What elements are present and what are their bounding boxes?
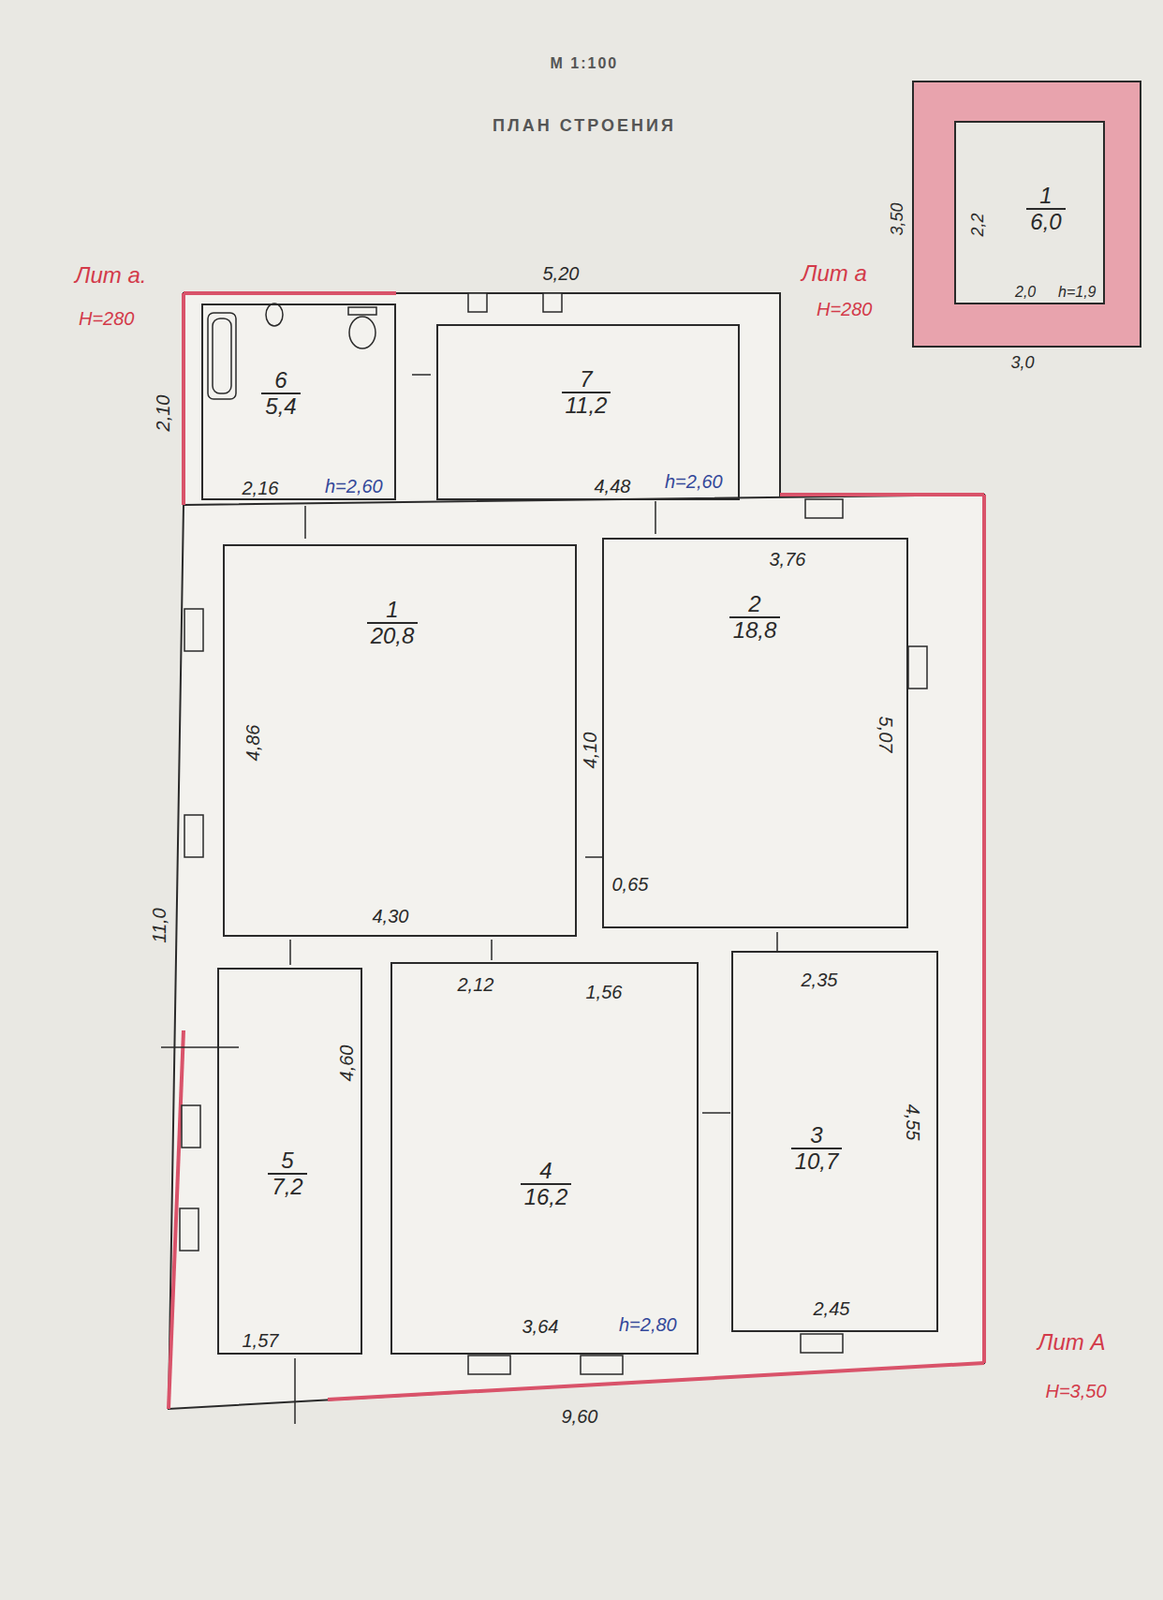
dimension-label: 2,45 [813,1298,851,1318]
room-number: 3 [791,1122,843,1149]
room-outline: 310,7 [731,950,939,1332]
dimension-label: 4,48 [594,476,632,496]
room-outline: 218,8 [602,537,909,928]
dimension-label: 2,2 [968,212,986,236]
dimension-label: 1,56 [586,982,623,1002]
room-area: 6,0 [1026,209,1065,235]
dimension-label: 5,20 [543,264,580,283]
dimension-label: 4,86 [243,724,263,762]
room-area: 7,2 [267,1174,307,1199]
room-area: 18,8 [729,618,781,643]
room-outline: 57,2 [217,967,363,1355]
room-number: 4 [520,1158,573,1185]
scale-label: М 1:100 [550,56,619,72]
section-label: Н=3,50 [1045,1381,1107,1400]
room-outline: 65,4 [201,303,397,501]
dimension-label: 2,12 [457,974,495,994]
dimension-label: 0,65 [612,874,649,894]
dimension-label: 2,16 [242,478,280,498]
dimension-label: 3,76 [769,549,807,569]
doors [161,374,778,1424]
dimension-label: 3,64 [522,1316,560,1336]
section-label: Н=280 [816,299,873,319]
room-number: 6 [261,368,300,395]
dimension-label: 4,55 [903,1104,923,1141]
room-outline: 16,0 [954,120,1105,305]
dimension-label: h=2,60 [324,476,383,496]
room-number: 1 [367,597,419,624]
exterior-marks [168,293,985,1409]
dimension-label: h=2,60 [664,471,723,491]
dimension-label: h=2,80 [618,1314,678,1334]
dimension-label: 4,60 [337,1045,356,1082]
room-number: 5 [267,1148,307,1175]
dimension-label: 3,0 [1011,353,1035,371]
outbuilding-wall [912,81,1141,347]
room-area: 10,7 [791,1148,843,1174]
room-label: 416,2 [520,1158,573,1210]
windows [179,293,928,1374]
outbuilding-inner [954,120,1105,305]
section-label: Н=280 [78,309,135,328]
room-number: 1 [1026,183,1065,210]
section-label: Лит а [801,262,868,285]
main-wall [168,494,985,1409]
room-label: 120,8 [367,597,419,649]
room-number: 2 [729,591,781,619]
dimension-label: 4,10 [580,732,600,769]
room-label: 65,4 [261,368,300,420]
dimension-label: 2,35 [801,970,839,989]
section-label: Лит А [1037,1330,1105,1354]
section-label: Лит а. [74,264,147,287]
room-area: 16,2 [520,1184,573,1209]
dimension-label: 11,0 [148,907,168,943]
room-label: 218,8 [729,591,781,644]
room-label: 711,2 [561,367,612,419]
room-area: 20,8 [367,623,419,648]
room-area: 5,4 [261,394,300,419]
room-label: 57,2 [267,1148,307,1200]
room-label: 310,7 [791,1122,843,1175]
dimension-label: 1,57 [242,1330,280,1350]
dimension-label: 5,07 [876,716,896,753]
dimension-label: h=1,9 [1058,284,1096,300]
room-outline: 416,2 [390,961,699,1355]
room-number: 7 [561,367,612,394]
bath-fixtures [207,303,377,399]
room-label: 16,0 [1026,183,1065,236]
dimension-label: 9,60 [561,1406,599,1426]
room-outline: 120,8 [222,544,577,937]
dimension-label: 2,10 [153,395,173,432]
extension-wall [183,293,781,505]
dimension-label: 2,0 [1015,284,1036,300]
dimension-label: 4,30 [372,906,410,926]
room-area: 11,2 [561,393,612,418]
plan-title: ПЛАН СТРОЕНИЯ [492,116,677,136]
dimension-label: 3,50 [887,202,905,236]
